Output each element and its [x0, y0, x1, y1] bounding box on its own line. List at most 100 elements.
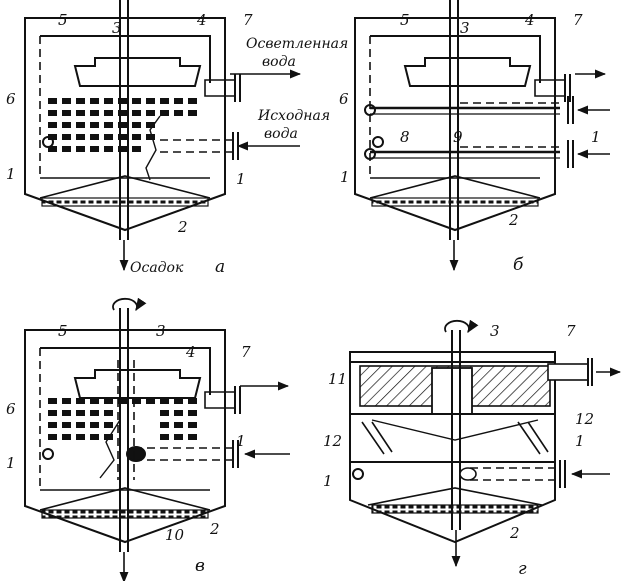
sludge-blanket-block [76, 146, 85, 152]
label-6-a: 6 [6, 90, 16, 108]
inner-wall-top [40, 347, 211, 395]
label-1-g: 1 [323, 472, 333, 490]
thin-layer-plate-0 [361, 421, 393, 455]
sludge-blanket-block [160, 110, 169, 116]
label-4-b: 4 [524, 11, 535, 29]
sludge-blanket-block [62, 122, 71, 128]
label-11-g: 11 [328, 370, 347, 388]
sludge-blanket-block [48, 98, 57, 104]
sludge-blanket-block [62, 110, 71, 116]
sludge-blanket-block-v [160, 398, 169, 404]
source-water-line1: Исходная [257, 108, 330, 124]
sludge-blanket-block-v [188, 398, 197, 404]
label-6-b: 6 [339, 90, 349, 108]
inlet-nozzle-g [459, 467, 477, 481]
label-2-v: 2 [209, 520, 220, 538]
panel-label-g: г [518, 559, 527, 579]
inner-wall-top [370, 35, 541, 83]
sludge-blanket-block-v [90, 410, 99, 416]
panel-a [24, 0, 302, 272]
sludge-blanket-block-v [188, 422, 197, 428]
label-10-v: 10 [165, 526, 185, 544]
rotation-arrow [112, 297, 147, 312]
sludge-blanket-block [118, 110, 127, 116]
cutaway-edge-v [99, 419, 121, 479]
sludge-blanket-block-v [90, 398, 99, 404]
sludge-blanket-block-v [104, 398, 113, 404]
sample-ring [372, 136, 384, 148]
sludge-blanket-block [48, 134, 57, 140]
sludge-blanket-block-v [76, 398, 85, 404]
tube-end-ring-0 [364, 104, 376, 116]
label-3-b: 3 [460, 19, 470, 37]
label-4-a: 4 [196, 11, 207, 29]
label-1b-a: 1 [236, 170, 246, 188]
sludge-blanket-block [90, 146, 99, 152]
sludge-blanket-block-v [174, 410, 183, 416]
label-7-v: 7 [241, 343, 251, 361]
sludge-blanket-block-v [146, 398, 155, 404]
sludge-blanket-block [174, 110, 183, 116]
panel-label-v: в [195, 556, 205, 576]
sludge-blanket-block-v [62, 410, 71, 416]
sludge-blanket-block-v [76, 410, 85, 416]
thin-layer-plate-1 [517, 421, 549, 455]
sludge-blanket-block-v [160, 434, 169, 440]
outlet-pipe-g [547, 363, 589, 381]
scraper-blades [371, 197, 539, 207]
label-8-b: 8 [400, 128, 410, 146]
cutaway-edge [145, 115, 161, 181]
label-3-a: 3 [112, 19, 122, 37]
label-1b-g: 1 [575, 432, 585, 450]
sludge-blanket-block [118, 134, 127, 140]
rotation-arrow-g [444, 319, 479, 334]
sludge-blanket-block [104, 134, 113, 140]
sludge-blanket-block-v [174, 422, 183, 428]
sludge-blanket-block [118, 98, 127, 104]
label-2-b: 2 [508, 211, 519, 229]
dome-hood [73, 369, 202, 399]
label-1-a: 1 [6, 165, 16, 183]
sludge-blanket-block [76, 98, 85, 104]
label-7-b: 7 [573, 11, 583, 29]
label-5-a: 5 [58, 11, 68, 29]
shaft-guide-dashed [117, 360, 135, 480]
sludge-blanket-block-v [62, 434, 71, 440]
sludge-blanket-block [188, 110, 197, 116]
sludge-blanket-block-v [132, 398, 141, 404]
sludge-blanket-block-v [48, 410, 57, 416]
sludge-blanket-block-v [174, 434, 183, 440]
sludge-blanket-block [76, 122, 85, 128]
label-6-v: 6 [6, 400, 16, 418]
dome-hood [403, 57, 532, 87]
vessel-outline [354, 17, 556, 232]
sludge-blanket-block [146, 134, 155, 140]
sludge-blanket-block [146, 98, 155, 104]
sludge-blanket-block-v [62, 422, 71, 428]
label-4-v: 4 [185, 343, 196, 361]
label-1-b: 1 [340, 168, 350, 186]
label-3-v: 3 [156, 322, 166, 340]
clarified-water-line2: вода [262, 54, 296, 70]
inlet-nozzle [126, 446, 146, 462]
sludge-blanket-block-v [90, 422, 99, 428]
label-2-g: 2 [509, 524, 520, 542]
label-7-g: 7 [566, 322, 576, 340]
sludge-blanket-block [62, 98, 71, 104]
sludge-blanket-block-v [160, 422, 169, 428]
panel-b [354, 0, 610, 272]
sludge-blanket-block-v [90, 434, 99, 440]
sludge-blanket-block [132, 110, 141, 116]
vessel-outline [24, 329, 226, 544]
sludge-blanket-block [90, 134, 99, 140]
sludge-blanket-block [118, 122, 127, 128]
sludge-blanket-block [48, 122, 57, 128]
label-7-a: 7 [243, 11, 253, 29]
sludge-blanket-block-v [48, 398, 57, 404]
sludge-blanket-block [62, 146, 71, 152]
label-3-g: 3 [490, 322, 500, 340]
clarified-water-line1: Осветленная [246, 36, 348, 52]
sludge-blanket-block [76, 134, 85, 140]
sludge-blanket-block [132, 98, 141, 104]
